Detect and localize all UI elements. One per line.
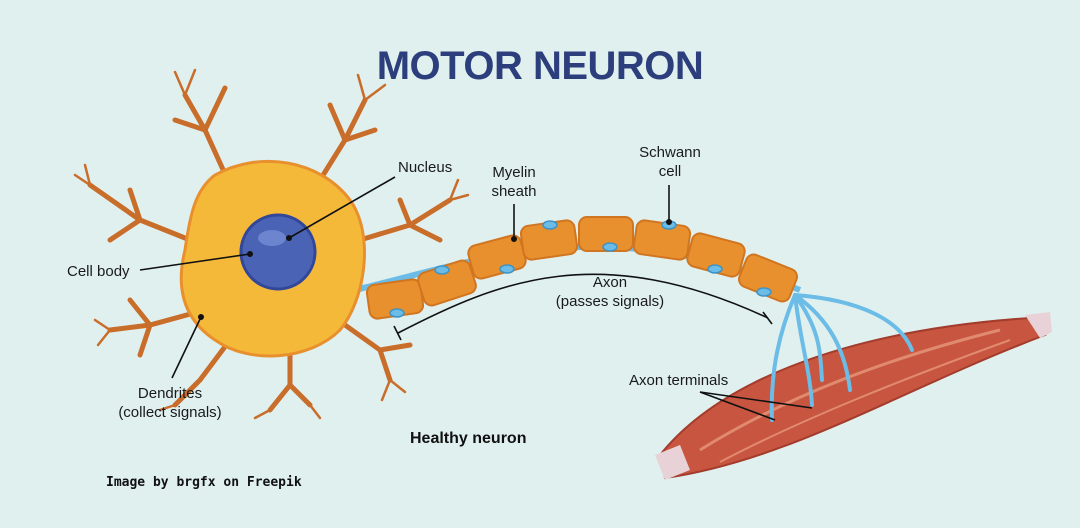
schwann-cells [389, 220, 772, 318]
label-nucleus: Nucleus [398, 159, 453, 176]
label-axon: Axon (passes signals) [540, 273, 680, 311]
label-dendrites: Dendrites (collect signals) [95, 384, 245, 422]
label-axon-terminals: Axon terminals [629, 372, 729, 389]
myelin-title: Myelin [492, 164, 536, 181]
page-title: MOTOR NEURON [376, 44, 704, 88]
axon-title: Axon [592, 274, 628, 291]
label-schwann-cell: Schwann cell [628, 143, 712, 181]
dendrites-title: Dendrites [137, 385, 203, 402]
dendrites [73, 68, 470, 420]
myelin-sheath [365, 216, 798, 320]
muscle [655, 312, 1052, 480]
axon-terminals [769, 293, 914, 422]
schwann-title-2: cell [658, 163, 682, 180]
axon-note: (passes signals) [555, 293, 665, 310]
dendrites-note: (collect signals) [118, 404, 222, 421]
pointer-lines [139, 176, 813, 421]
schwann-title: Schwann [639, 144, 701, 161]
image-credit: Image by brgfx on Freepik [106, 475, 302, 490]
label-cell-body: Cell body [67, 263, 130, 280]
subtitle: Healthy neuron [410, 430, 527, 447]
label-myelin-sheath: Myelin sheath [474, 163, 554, 201]
myelin-title-2: sheath [491, 183, 537, 200]
